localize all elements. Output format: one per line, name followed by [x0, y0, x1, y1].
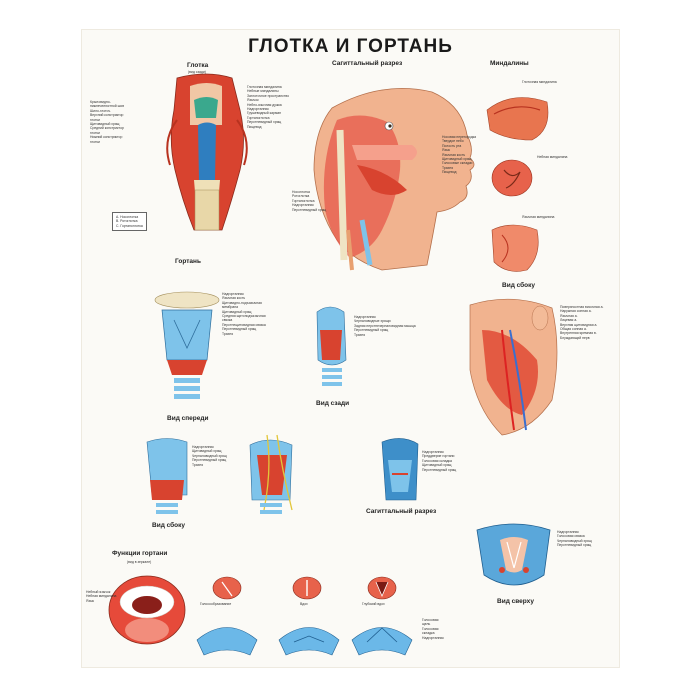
mouth-mirror-illustration	[108, 575, 186, 645]
inhale-caption: Вдох	[300, 602, 308, 606]
legend-item: B. Ротоглотка	[116, 219, 138, 224]
pharyngeal-tonsil-caption: Глоточная миндалина	[522, 80, 557, 84]
back-view-caption: Вид сзади	[316, 400, 350, 407]
tonsils-caption: Миндалины	[490, 60, 529, 67]
pharynx-back-subcaption: (вид сзади)	[188, 70, 206, 74]
front-view-caption: Вид спереди	[167, 415, 209, 422]
lingual-tonsil-caption: Язычная миндалина	[522, 215, 555, 219]
side-view-caption: Вид сбоку	[502, 282, 536, 289]
larynx-top-view-illustration	[476, 523, 551, 586]
legend: A. Носоглотка B. Ротоглотка C. Гортаногл…	[112, 212, 147, 232]
tongue-labels: Небный язычок Небная миндалина Язык	[86, 590, 117, 603]
functions-caption: Функции гортани	[112, 550, 168, 557]
larynx-side-illustration	[146, 438, 188, 514]
pharynx-back-caption: Глотка	[187, 62, 209, 69]
larynx-front-labels: Надгортанник Язычная кость Щитовидно-под…	[222, 292, 266, 336]
legend-item: A. Носоглотка	[116, 215, 139, 219]
sagittal-right-labels: Носовая перегородка Твердое небо Полость…	[442, 135, 477, 175]
pharynx-left-labels: Крыловидно- нижнечелюстной шов Шило-глот…	[90, 100, 124, 144]
larynx-sagittal-illustration	[381, 438, 419, 501]
larynx-front-illustration	[154, 291, 220, 399]
tonsils-illustration	[486, 97, 549, 272]
phonation-caption: Голосообразование	[200, 602, 232, 606]
functions-subcaption: (вид в зеркале)	[127, 560, 152, 564]
illustrations	[108, 73, 558, 656]
larynx-back-illustration	[316, 306, 347, 386]
larynx-back-labels: Надгортанник Черпаловидные хрящи Задняя …	[354, 315, 416, 337]
sagittal-larynx-labels: Надгортанник Преддверие гортани Голосова…	[422, 450, 457, 472]
sagittal-caption: Сагиттальный разрез	[332, 60, 403, 67]
larynx-caption: Гортань	[175, 258, 201, 265]
glottis-labels: Голосовая щель Голосовая складка Надгорт…	[422, 618, 444, 640]
anatomy-poster: ГЛОТКА И ГОРТАНЬ	[82, 30, 619, 667]
neck-side-illustration	[469, 298, 558, 436]
sagittal-left-labels: Носоглотка Ротоглотка Гортаноглотка Надг…	[292, 190, 327, 212]
legend-item: C. Гортаноглотка	[116, 223, 143, 228]
top-view-labels: Надгортанник Голосовая связка Черпаловид…	[557, 530, 592, 548]
palatine-tonsil-caption: Небная миндалина	[537, 155, 568, 159]
deep-inhale-caption: Глубокий вдох	[362, 602, 385, 606]
pharynx-posterior-illustration	[166, 73, 248, 231]
page-title: ГЛОТКА И ГОРТАНЬ	[248, 36, 453, 57]
side-neck-labels: Поверхностная височная а. Наружная сонна…	[560, 305, 604, 340]
larynx-side-view-caption: Вид сбоку	[152, 522, 186, 529]
glottis-states-illustration	[196, 576, 413, 656]
larynx-nerves-illustration	[249, 434, 293, 514]
top-view-caption: Вид сверху	[497, 598, 534, 605]
pharynx-right-labels: Глоточная миндалина Небные миндалины Заг…	[247, 85, 289, 129]
larynx-side-labels: Надгортанник Щитовидный хрящ Черпаловидн…	[192, 445, 227, 467]
sagittal-larynx-caption: Сагиттальный разрез	[366, 508, 437, 515]
sagittal-head-illustration	[313, 88, 475, 271]
